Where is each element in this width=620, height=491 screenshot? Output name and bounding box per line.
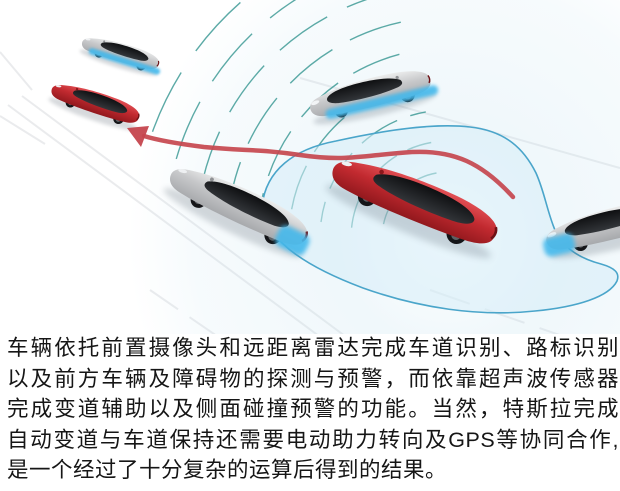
route-arrowhead <box>127 126 149 147</box>
car-left-red <box>48 85 140 131</box>
side-mirror <box>103 40 106 43</box>
radar-arc <box>231 19 410 193</box>
side-mirror <box>75 87 79 91</box>
caption-line-4: 自动变道与车道保持还需要电动助力转向及GPS等协同合作, <box>7 427 619 452</box>
taillight <box>136 113 140 121</box>
taillight <box>490 226 498 240</box>
sensor-glow <box>543 233 576 257</box>
headlight <box>311 100 320 106</box>
autopilot-sensor-diagram <box>0 0 620 334</box>
road-line <box>0 115 46 145</box>
car-center-silver <box>163 168 310 258</box>
headlight <box>547 232 557 238</box>
sensor-glow <box>88 48 161 75</box>
headlight <box>341 161 352 167</box>
side-mirror <box>209 177 214 182</box>
car-glass-roof <box>564 208 620 236</box>
autopilot-illustration <box>0 0 620 334</box>
sensor-glow <box>275 225 310 256</box>
cars <box>48 38 620 259</box>
car-main-red <box>325 161 498 259</box>
car-glass-roof <box>204 181 289 228</box>
lane-change-route <box>127 126 516 200</box>
route-line <box>141 133 516 200</box>
caption-line-3: 完成变道辅助以及侧面碰撞预警的功能。当然，特斯拉完成 <box>7 397 619 422</box>
caption-line-2: 以及前方车辆及障碍物的探测与预警，而依靠超声波传感器 <box>7 366 619 391</box>
road-line <box>0 51 33 91</box>
headlight <box>85 38 91 41</box>
car-glass-roof <box>373 174 475 224</box>
sensor-glow <box>325 85 439 119</box>
car-right-silver <box>543 200 620 259</box>
taillight <box>156 60 160 67</box>
car-glass-roof <box>100 42 149 61</box>
caption-line-5: 是一个经过了十分复杂的运算后得到的结果。 <box>7 458 448 483</box>
car-distant-left-silver <box>79 38 161 76</box>
caption-text: 车辆依托前置摄像头和远距离雷达完成车道识别、路标识别 以及前方车辆及障碍物的探测… <box>7 333 619 486</box>
radar-arc <box>202 0 368 179</box>
taillight <box>427 74 431 84</box>
side-mirror <box>379 169 384 175</box>
radar-arc <box>174 0 297 164</box>
radar-arc <box>146 0 245 148</box>
caption-line-1: 车辆依托前置摄像头和远距离雷达完成车道识别、路标识别 <box>7 336 619 360</box>
side-mirror <box>395 75 399 80</box>
car-glass-roof <box>72 90 128 114</box>
headlight <box>55 85 62 88</box>
headlight <box>178 168 188 174</box>
car-glass-roof <box>327 78 403 104</box>
car-mid-silver <box>310 71 439 125</box>
